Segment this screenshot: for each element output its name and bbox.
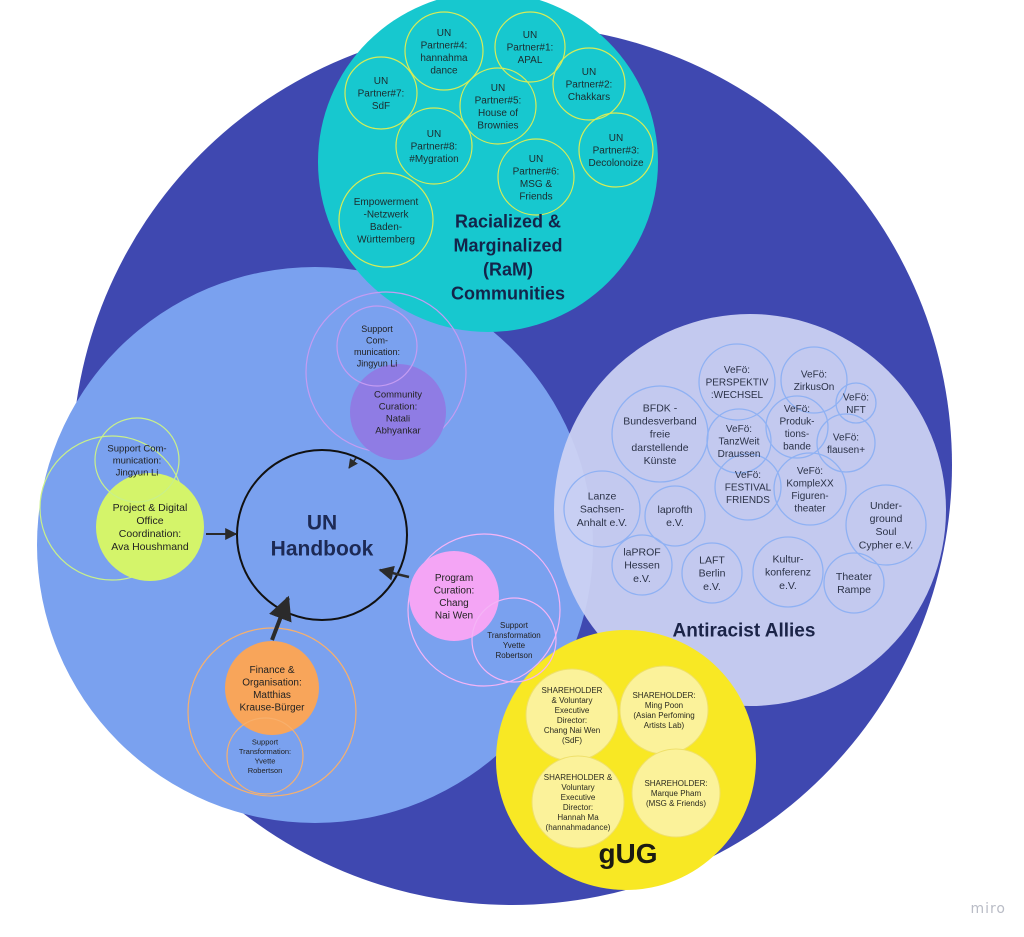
ally-label: VeFö:NFT <box>843 392 869 416</box>
ally-circle <box>823 552 885 614</box>
program-circle <box>409 551 499 641</box>
ally-label: VeFö:flausen+ <box>827 432 865 456</box>
ram-area-circle <box>318 0 658 332</box>
ram-partner-circle <box>459 67 537 145</box>
ally-circle <box>644 485 706 547</box>
program-group-outline <box>407 533 561 687</box>
finance-circle <box>225 641 319 735</box>
ally-circle <box>816 413 876 473</box>
ally-circle <box>780 346 848 414</box>
arrow-program-to-handbook <box>378 565 410 581</box>
ally-label: VeFö:ZirkusOn <box>794 369 835 393</box>
ram-title: Racialized &Marginalized(RaM)Communities <box>451 211 565 303</box>
ram-partner-circle <box>494 11 566 83</box>
allies-title: Antiracist Allies <box>673 621 816 642</box>
program-support-circle <box>471 597 557 683</box>
ally-circle <box>835 382 877 424</box>
miro-watermark: miro <box>970 901 1006 917</box>
ally-circle <box>845 484 927 566</box>
ram-partner-circle <box>395 107 473 185</box>
gug-title: gUG <box>598 838 657 869</box>
ally-label: VeFö:Produk-tions-bande <box>779 404 814 453</box>
ally-circle <box>611 534 673 596</box>
project-support-label: Support Com-munication:Jingyun Li <box>107 443 166 478</box>
ally-circle <box>765 395 829 459</box>
community-circle <box>350 364 446 460</box>
finance-support-circle <box>226 717 304 795</box>
ally-circle <box>773 452 847 526</box>
ally-circle <box>706 408 772 474</box>
ally-circle <box>752 536 824 608</box>
arrow-finance-to-handbook <box>269 595 292 641</box>
shareholder-label: SHAREHOLDER:Marque Pham(MSG & Friends) <box>644 779 707 808</box>
ram-partner-circle <box>578 112 654 188</box>
project-support-circle <box>94 417 180 503</box>
ally-circle <box>681 542 743 604</box>
ally-circle <box>563 470 641 548</box>
arrow-community-to-handbook <box>348 457 358 469</box>
ally-circle <box>698 343 776 421</box>
finance-group-outline <box>187 627 357 797</box>
ally-circle <box>714 453 782 521</box>
handbook-area-circle <box>37 267 593 823</box>
ram-partner-circle <box>338 172 434 268</box>
ram-partner-circle <box>344 56 418 130</box>
shareholder-circle <box>531 755 625 849</box>
ram-partner-circle <box>552 47 626 121</box>
community-support-circle <box>336 305 418 387</box>
ally-label: VeFö:PERSPEKTIV:WECHSEL <box>706 365 769 401</box>
ram-partner-circle <box>404 11 484 91</box>
allies-area-circle <box>554 314 946 706</box>
ram-partner-circle <box>497 138 575 216</box>
shareholder-circle <box>631 748 721 838</box>
